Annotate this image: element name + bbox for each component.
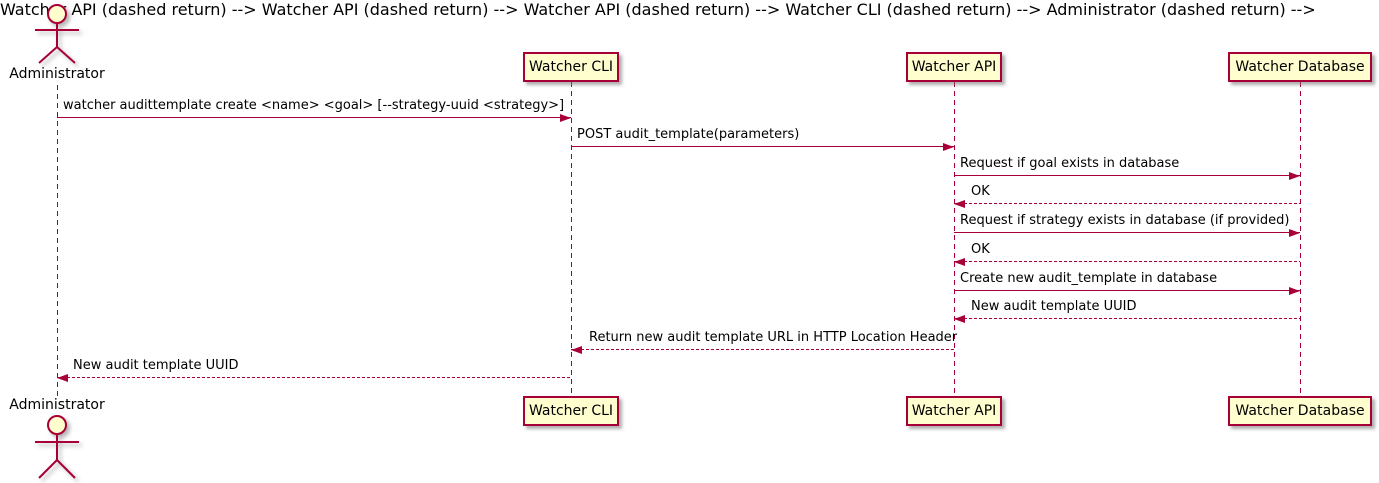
message-4-label: OK bbox=[971, 184, 990, 199]
participant-watcher-api-top: Watcher API bbox=[906, 52, 1002, 82]
actor-icon bbox=[35, 4, 79, 64]
message-2-arrow bbox=[571, 146, 954, 147]
lifeline-watcher-api bbox=[954, 82, 955, 396]
participant-watcher-database-top: Watcher Database bbox=[1228, 52, 1372, 82]
message-6-label: OK bbox=[971, 242, 990, 257]
message-8-arrow bbox=[954, 318, 1300, 319]
message-9-arrow bbox=[571, 349, 954, 350]
message-5-label: Request if strategy exists in database (… bbox=[960, 213, 1290, 228]
message-6-arrow bbox=[954, 261, 1300, 262]
message-5-arrow bbox=[954, 232, 1300, 233]
message-1-arrowhead-icon bbox=[560, 114, 571, 122]
participant-watcher-database-bottom: Watcher Database bbox=[1228, 396, 1372, 426]
message-9-arrowhead-icon bbox=[571, 346, 582, 354]
message-8-label: New audit template UUID bbox=[971, 299, 1137, 314]
message-3-label: Request if goal exists in database bbox=[960, 156, 1180, 171]
message-10-arrowhead-icon bbox=[57, 374, 68, 382]
message-10-arrow bbox=[57, 377, 571, 378]
message-7-arrow bbox=[954, 290, 1300, 291]
participant-watcher-api-bottom: Watcher API bbox=[906, 396, 1002, 426]
lifeline-watcher-database bbox=[1300, 82, 1301, 396]
message-8-arrowhead-icon bbox=[954, 315, 965, 323]
message-9-label: Return new audit template URL in HTTP Lo… bbox=[589, 330, 958, 345]
message-2-label: POST audit_template(parameters) bbox=[577, 127, 800, 142]
message-7-label: Create new audit_template in database bbox=[960, 271, 1218, 286]
message-5-arrowhead-icon bbox=[1289, 229, 1300, 237]
message-3-arrow bbox=[954, 175, 1300, 176]
message-10-label: New audit template UUID bbox=[73, 358, 239, 373]
actor-label-top: Administrator bbox=[9, 66, 105, 82]
lifeline-administrator bbox=[57, 85, 58, 397]
actor-icon bbox=[35, 415, 79, 479]
message-6-arrowhead-icon bbox=[954, 258, 965, 266]
actor-label-bottom: Administrator bbox=[9, 397, 105, 413]
message-3-arrowhead-icon bbox=[1289, 172, 1300, 180]
message-4-arrowhead-icon bbox=[954, 200, 965, 208]
message-4-arrow bbox=[954, 203, 1300, 204]
message-1-label: watcher audittemplate create <name> <goa… bbox=[63, 98, 565, 113]
participant-watcher-cli-top: Watcher CLI bbox=[523, 52, 619, 82]
message-7-arrowhead-icon bbox=[1289, 287, 1300, 295]
participant-watcher-cli-bottom: Watcher CLI bbox=[523, 396, 619, 426]
lifeline-watcher-cli bbox=[571, 82, 572, 396]
message-2-arrowhead-icon bbox=[943, 143, 954, 151]
message-1-arrow bbox=[57, 117, 571, 118]
